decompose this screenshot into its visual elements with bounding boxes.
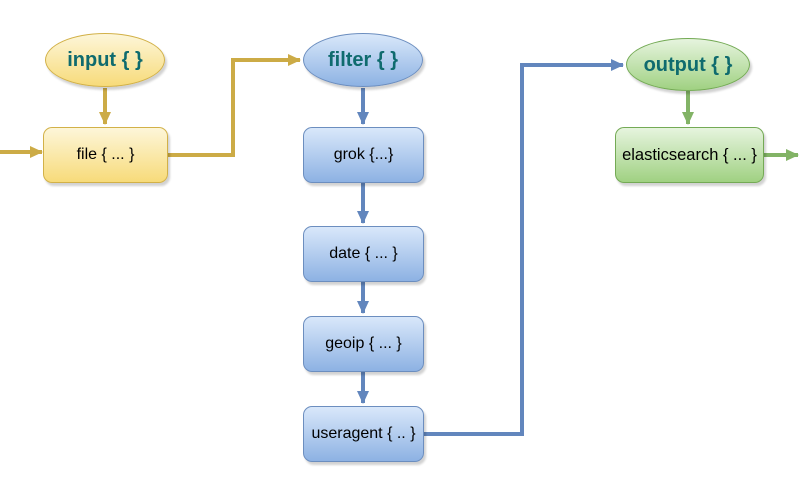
- node-filter: filter { }: [303, 33, 423, 87]
- node-elasticsearch: elasticsearch { ... }: [615, 127, 764, 183]
- node-output: output { }: [626, 38, 750, 91]
- edge-file-to-filter: [168, 54, 301, 157]
- node-useragent: useragent { .. }: [303, 406, 424, 462]
- node-geoip: geoip { ... }: [303, 316, 424, 372]
- node-file: file { ... }: [43, 127, 168, 183]
- node-input: input { }: [45, 33, 165, 87]
- node-grok: grok {...}: [303, 127, 424, 183]
- node-date: date { ... }: [303, 226, 424, 282]
- edge-useragent-to-output: [424, 59, 624, 436]
